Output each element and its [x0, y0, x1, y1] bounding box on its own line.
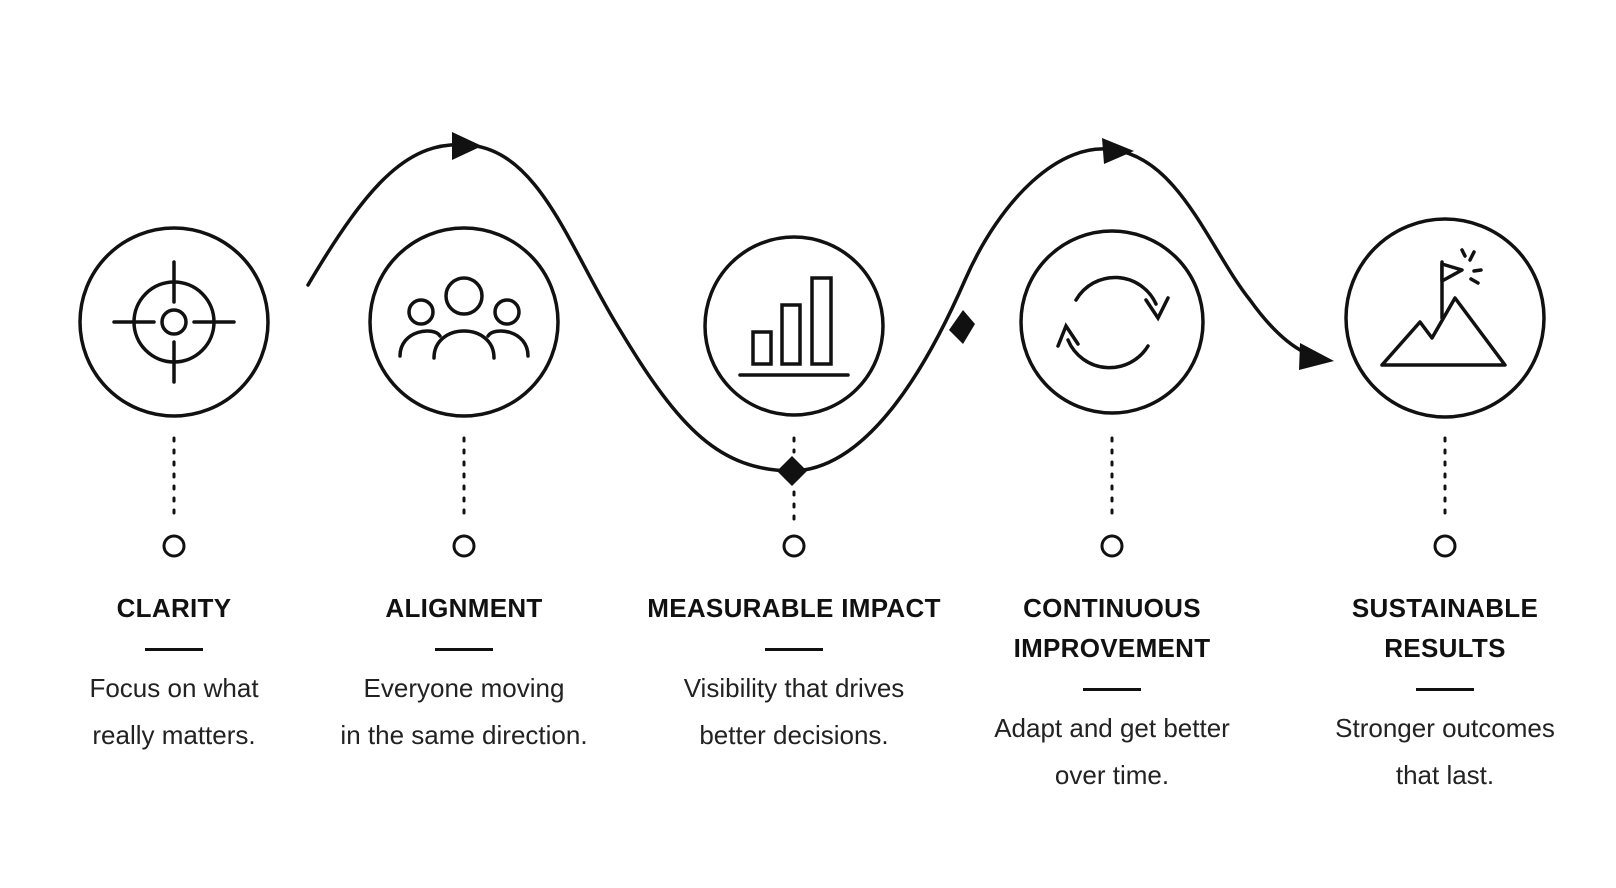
stage-title: CONTINUOUS IMPROVEMENT [1013, 593, 1211, 663]
stage-caption-clarity: CLARITY Focus on what really matters. [14, 588, 334, 759]
title-underline [765, 648, 823, 651]
stage-description: Visibility that drives better decisions. [683, 673, 905, 750]
stage-alignment [368, 226, 560, 558]
stage-caption-measurable-impact: MEASURABLE IMPACT Visibility that drives… [634, 588, 954, 759]
stage-title: CLARITY [116, 593, 232, 623]
title-underline [145, 648, 203, 651]
stage-node [782, 534, 806, 558]
stage-measurable-impact [703, 235, 885, 558]
path-arrow-icon [1299, 343, 1334, 370]
stage-description: Everyone moving in the same direction. [340, 673, 588, 750]
stage-caption-continuous-improvement: CONTINUOUS IMPROVEMENT Adapt and get bet… [952, 588, 1272, 799]
journey-path [306, 142, 1324, 473]
path-arrow-icon [452, 132, 482, 160]
stage-node [162, 534, 186, 558]
stage-node [452, 534, 476, 558]
stage-clarity [78, 226, 270, 558]
stage-node [1100, 534, 1124, 558]
title-underline [1416, 688, 1474, 691]
mountain-flag-icon [1380, 248, 1507, 367]
refresh-cycle-icon [1056, 275, 1170, 370]
path-diamond-marker [777, 456, 807, 486]
stage-caption-alignment: ALIGNMENT Everyone moving in the same di… [304, 588, 624, 759]
stage-description: Adapt and get better over time. [994, 713, 1230, 790]
stage-caption-sustainable-results: SUSTAINABLE RESULTS Stronger outcomes th… [1285, 588, 1605, 799]
stage-node [1433, 534, 1457, 558]
stage-title: MEASURABLE IMPACT [647, 593, 941, 623]
target-icon [112, 260, 236, 384]
bar-chart-icon [738, 276, 850, 377]
title-underline [435, 648, 493, 651]
path-diamond-marker [949, 310, 975, 344]
stage-description: Focus on what really matters. [89, 673, 259, 750]
stage-continuous-improvement [1019, 229, 1205, 558]
stage-title: ALIGNMENT [385, 593, 543, 623]
path-arrow-icon [1102, 138, 1134, 164]
title-underline [1083, 688, 1141, 691]
stage-description: Stronger outcomes that last. [1335, 713, 1555, 790]
people-group-icon [398, 276, 530, 360]
stage-title: SUSTAINABLE RESULTS [1351, 593, 1539, 663]
stage-sustainable-results [1344, 217, 1546, 558]
